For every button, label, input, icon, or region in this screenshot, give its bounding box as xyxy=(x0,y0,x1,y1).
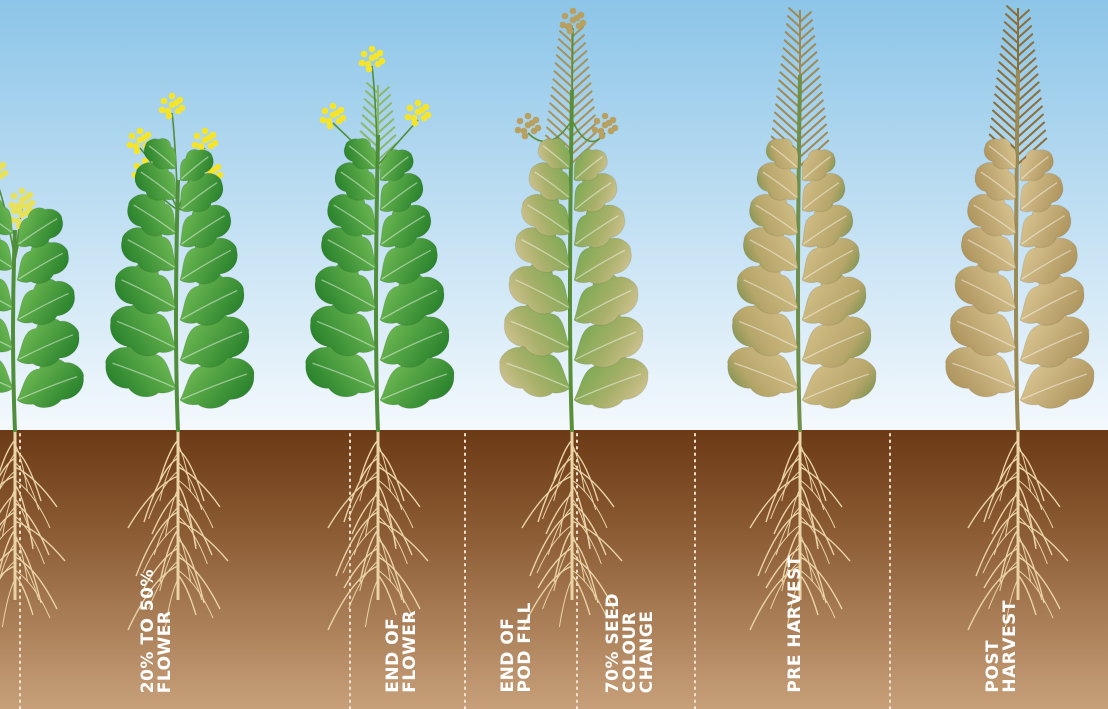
stage-label-pre-harvest: PRE HARVEST xyxy=(787,555,804,693)
stage-label-flower-20-50: 20% TO 50% FLOWER xyxy=(140,569,174,693)
stage-label-end-of-flower: END OF FLOWER xyxy=(385,610,419,693)
stage-label-end-of-pod-fill: END OF POD FILL xyxy=(500,602,534,693)
stage-label-seed-colour-change: 70% SEED COLOUR CHANGE xyxy=(605,593,656,693)
stem xyxy=(13,230,15,432)
stem xyxy=(376,135,378,432)
stage-label-post-harvest: POST HARVEST xyxy=(985,600,1019,693)
stem xyxy=(798,75,800,432)
stem xyxy=(570,90,572,432)
stem xyxy=(176,180,178,432)
stem xyxy=(1016,70,1018,432)
